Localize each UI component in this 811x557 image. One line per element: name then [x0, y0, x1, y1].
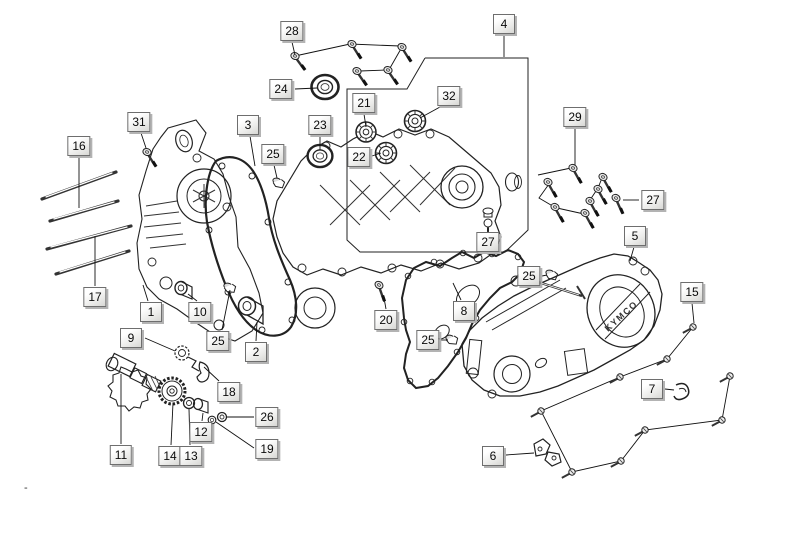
callout-2-25[interactable]: 2	[245, 342, 267, 362]
part-kick-ratchet-9	[174, 345, 200, 372]
leader-line-28-0	[291, 41, 296, 56]
callout-22-11[interactable]: 22	[347, 147, 371, 167]
callout-leader-lines	[78, 35, 695, 456]
leader-line-12-29	[201, 412, 204, 422]
part-bolt-20	[368, 278, 394, 303]
leader-line-2-25	[255, 321, 258, 342]
leader-line-9-22	[144, 337, 176, 352]
callout-12-29[interactable]: 12	[189, 422, 213, 442]
part-bushing-12	[192, 397, 209, 414]
part-bushing-10	[174, 280, 193, 300]
leader-line-18-27	[203, 366, 220, 382]
leader-line-10-19	[187, 293, 198, 302]
callout-8-20[interactable]: 8	[453, 301, 475, 321]
leader-line-14-32	[170, 402, 174, 446]
callout-9-22[interactable]: 9	[120, 328, 142, 348]
callout-10-19[interactable]: 10	[188, 302, 212, 322]
leader-line-15-16	[691, 302, 695, 324]
part-oil-seal-24	[310, 73, 340, 101]
part-transmission-cover-5: KYMCO	[461, 253, 663, 399]
part-plug-bolt-27-right	[605, 191, 632, 216]
callout-28-0[interactable]: 28	[280, 21, 304, 41]
callout-14-32[interactable]: 14	[158, 446, 182, 466]
part-kick-gear-14	[157, 376, 187, 406]
callout-4-1[interactable]: 4	[493, 14, 515, 34]
leader-line-32-4	[419, 106, 441, 119]
leader-line-31-6	[140, 132, 147, 149]
part-screws-15	[529, 321, 735, 481]
part-crankcase-half-left	[136, 119, 264, 342]
leader-line-20-21	[383, 297, 387, 310]
callout-27-12[interactable]: 27	[641, 190, 665, 210]
leader-line-1-18	[142, 284, 149, 302]
callout-17-17[interactable]: 17	[83, 287, 107, 307]
callout-20-21[interactable]: 20	[374, 310, 398, 330]
leader-line-24-2	[294, 87, 318, 90]
callout-25-10[interactable]: 25	[261, 144, 285, 164]
leader-line-6-34	[505, 452, 535, 456]
part-bolt-31	[137, 145, 163, 169]
callout-29-5[interactable]: 29	[563, 107, 587, 127]
callout-25-24[interactable]: 25	[416, 330, 440, 350]
callout-13-33[interactable]: 13	[179, 446, 203, 466]
callout-23-9[interactable]: 23	[308, 115, 332, 135]
callout-21-3[interactable]: 21	[352, 93, 376, 113]
leader-line-25-15	[541, 274, 548, 277]
callout-25-15[interactable]: 25	[517, 266, 541, 286]
leader-line-25-23	[221, 289, 231, 331]
callout-11-31[interactable]: 11	[109, 445, 133, 465]
leader-line-21-3	[363, 113, 367, 128]
callout-31-6[interactable]: 31	[127, 112, 151, 132]
leader-line-5-14	[629, 246, 635, 262]
part-kick-spindle-11	[105, 352, 162, 412]
part-bearing-22	[374, 141, 398, 165]
corner-mark: -	[24, 482, 28, 494]
callout-32-4[interactable]: 32	[437, 86, 461, 106]
callout-6-34[interactable]: 6	[482, 446, 504, 466]
callout-5-14[interactable]: 5	[624, 226, 646, 246]
part-bolts-29	[537, 161, 619, 230]
leader-line-3-8	[249, 135, 256, 167]
callout-3-8[interactable]: 3	[237, 115, 259, 135]
part-group-bracket-4	[346, 57, 529, 253]
callout-18-27[interactable]: 18	[217, 382, 241, 402]
part-circlip-26	[216, 411, 228, 423]
callout-24-2[interactable]: 24	[269, 79, 293, 99]
callout-15-16[interactable]: 15	[680, 282, 704, 302]
part-bushing-2	[237, 296, 264, 326]
callout-1-18[interactable]: 1	[140, 302, 162, 322]
part-bracket-6	[533, 438, 562, 467]
part-washer-13	[182, 396, 196, 410]
part-studs-16-17	[40, 170, 133, 276]
leader-line-8-20	[452, 282, 462, 301]
callout-7-26[interactable]: 7	[641, 379, 663, 399]
callout-16-7[interactable]: 16	[67, 136, 91, 156]
callout-26-28[interactable]: 26	[255, 407, 279, 427]
part-bolts-28	[286, 37, 418, 87]
leader-line-22-11	[371, 152, 382, 157]
callout-25-23[interactable]: 25	[206, 331, 230, 351]
part-bearing-32	[403, 109, 427, 133]
part-clamp-7	[673, 382, 690, 401]
part-kick-pawl-18	[196, 361, 210, 383]
callout-27-13[interactable]: 27	[476, 232, 500, 252]
leader-line-19-30	[215, 421, 255, 449]
leader-line-7-26	[664, 388, 675, 391]
callout-19-30[interactable]: 19	[255, 439, 279, 459]
leader-line-25-10	[273, 164, 278, 179]
part-dowel-25-a	[270, 176, 286, 189]
